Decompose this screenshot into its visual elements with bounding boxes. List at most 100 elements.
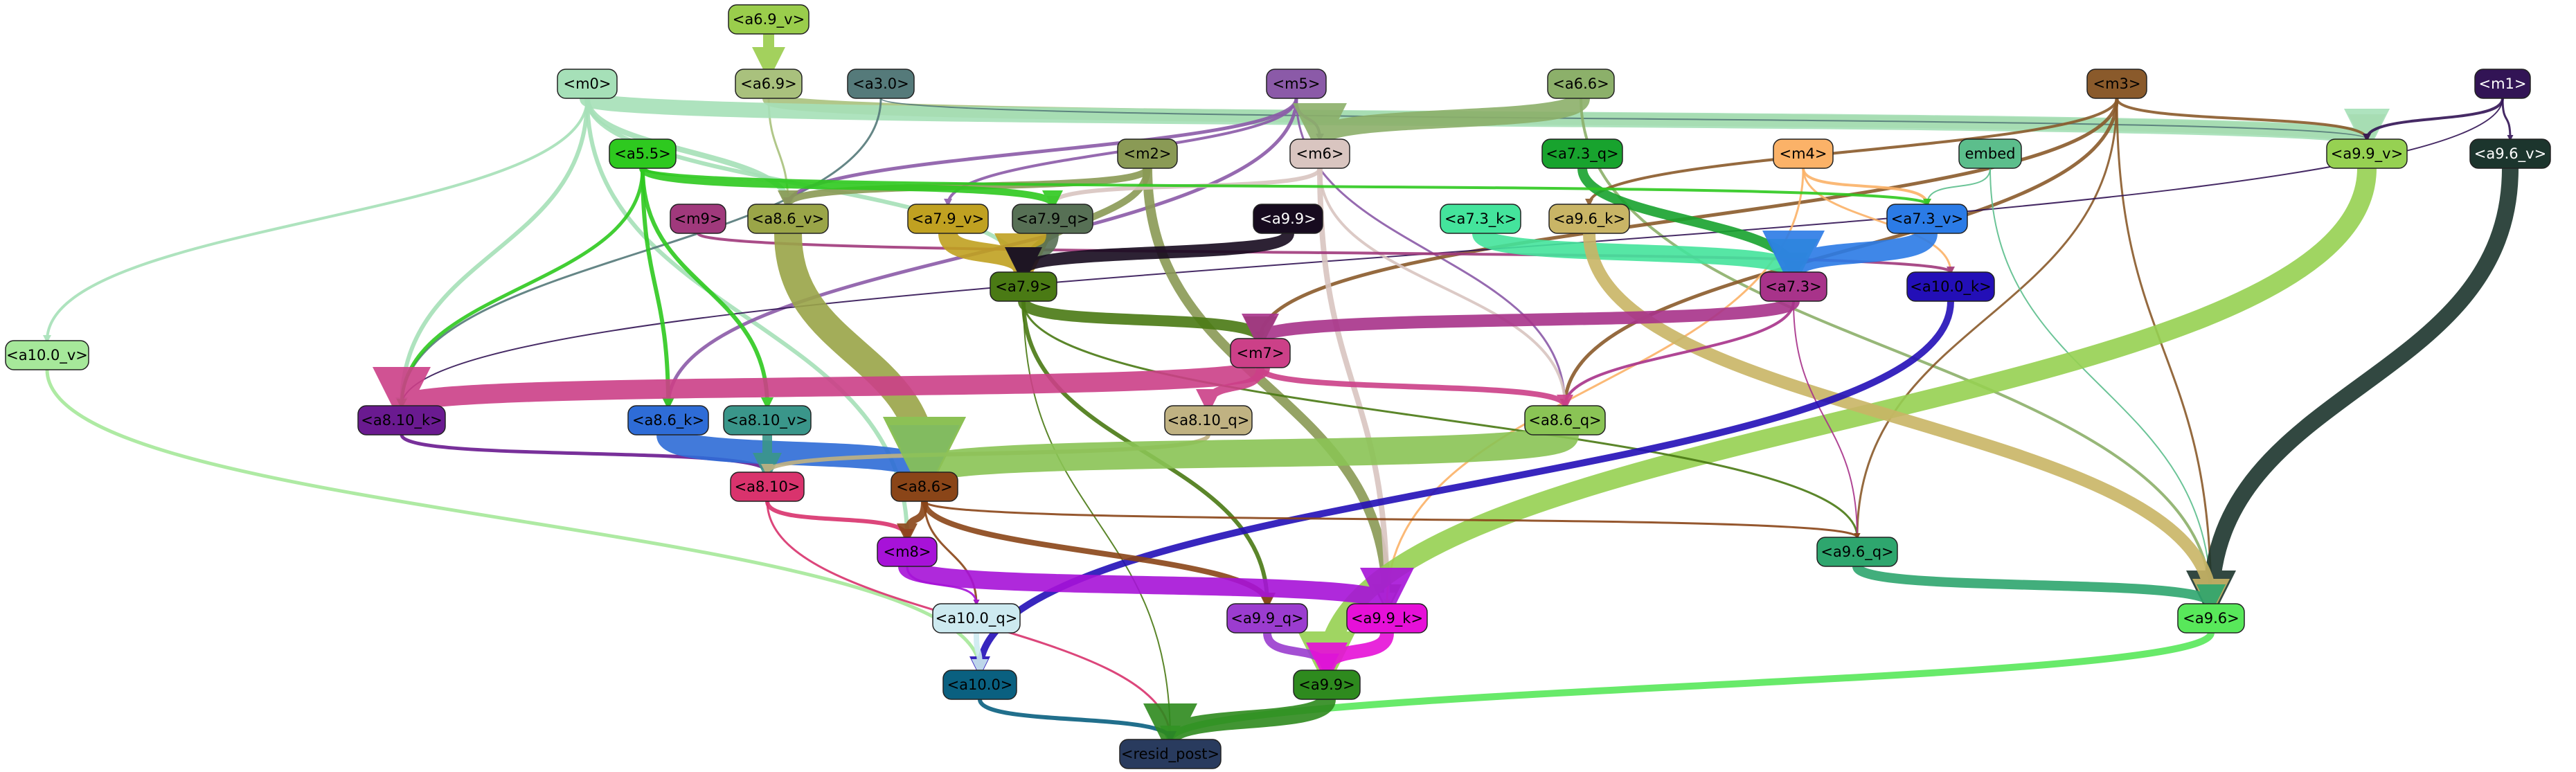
- node-box[interactable]: [1547, 69, 1615, 99]
- node-m4[interactable]: <m4>: [1773, 138, 1834, 169]
- node-box[interactable]: [1440, 204, 1521, 234]
- edge-a9-9-to-a7-9: [1005, 227, 1294, 285]
- node-m2[interactable]: <m2>: [1117, 138, 1178, 169]
- node-box[interactable]: [1253, 204, 1323, 234]
- node-a9-9-k[interactable]: <a9.9_k>: [1346, 603, 1428, 634]
- node-m6[interactable]: <m6>: [1289, 138, 1350, 169]
- node-box[interactable]: [1548, 204, 1630, 234]
- node-a3-0[interactable]: <a3.0>: [847, 69, 915, 99]
- node-box[interactable]: [1293, 670, 1361, 700]
- node-a8-6-k[interactable]: <a8.6_k>: [627, 405, 709, 436]
- node-box[interactable]: [1230, 338, 1291, 368]
- node-m9[interactable]: <m9>: [670, 204, 726, 234]
- node-m8[interactable]: <m8>: [877, 537, 938, 567]
- node-box[interactable]: [557, 69, 618, 99]
- node-a7-9[interactable]: <a7.9>: [990, 271, 1057, 302]
- node-label: <a9.6_k>: [1553, 210, 1625, 228]
- node-box[interactable]: [1773, 138, 1834, 169]
- node-box[interactable]: [1266, 69, 1327, 99]
- node-box[interactable]: [1524, 405, 1606, 436]
- node-box[interactable]: [1346, 603, 1428, 634]
- node-box[interactable]: [1816, 537, 1898, 567]
- node-a6-9[interactable]: <a6.9>: [735, 69, 803, 99]
- node-box[interactable]: [723, 405, 812, 436]
- node-a6-6[interactable]: <a6.6>: [1547, 69, 1615, 99]
- node-a9-6-v[interactable]: <a9.6_v>: [2469, 138, 2551, 169]
- node-box[interactable]: [2326, 138, 2408, 169]
- node-box[interactable]: [747, 204, 829, 234]
- node-a5-5[interactable]: <a5.5>: [609, 138, 677, 169]
- node-box[interactable]: [5, 340, 89, 370]
- node-box[interactable]: [1226, 603, 1308, 634]
- node-box[interactable]: [1541, 138, 1623, 169]
- node-label: <a7.3_q>: [1546, 145, 1618, 163]
- node-a10-0[interactable]: <a10.0>: [942, 670, 1017, 700]
- node-box[interactable]: [891, 472, 958, 502]
- node-a8-6-v[interactable]: <a8.6_v>: [747, 204, 829, 234]
- node-box[interactable]: [670, 204, 726, 234]
- node-a7-9-q[interactable]: <a7.9_q>: [1012, 204, 1093, 234]
- node-a9-9-v[interactable]: <a9.9_v>: [2326, 138, 2408, 169]
- node-box[interactable]: [907, 204, 989, 234]
- node-box[interactable]: [1117, 138, 1178, 169]
- node-box[interactable]: [730, 472, 805, 502]
- node-a10-0-k[interactable]: <a10.0_k>: [1906, 271, 1995, 302]
- node-a7-3-q[interactable]: <a7.3_q>: [1541, 138, 1623, 169]
- node-a9-6-k[interactable]: <a9.6_k>: [1548, 204, 1630, 234]
- node-box[interactable]: [2474, 69, 2531, 99]
- node-m1[interactable]: <m1>: [2474, 69, 2531, 99]
- node-box[interactable]: [627, 405, 709, 436]
- node-box[interactable]: [847, 69, 915, 99]
- node-a9-9b[interactable]: <a9.9>: [1293, 670, 1361, 700]
- node-embed[interactable]: embed: [1958, 138, 2022, 169]
- node-box[interactable]: [735, 69, 803, 99]
- node-box[interactable]: [942, 670, 1017, 700]
- node-a8-6-q[interactable]: <a8.6_q>: [1524, 405, 1606, 436]
- node-a7-3-k[interactable]: <a7.3_k>: [1440, 204, 1521, 234]
- node-box[interactable]: [2086, 69, 2147, 99]
- node-a9-9-q[interactable]: <a9.9_q>: [1226, 603, 1308, 634]
- node-box[interactable]: [2469, 138, 2551, 169]
- node-m0[interactable]: <m0>: [557, 69, 618, 99]
- node-a8-10-k[interactable]: <a8.10_k>: [357, 405, 446, 436]
- node-resid-post[interactable]: <resid_post>: [1119, 739, 1222, 769]
- edge-a9-6-q-to-a9-6: [1852, 562, 2226, 613]
- node-a7-9-v[interactable]: <a7.9_v>: [907, 204, 989, 234]
- node-box[interactable]: [877, 537, 938, 567]
- node-a9-6-q[interactable]: <a9.6_q>: [1816, 537, 1898, 567]
- node-a8-10-q[interactable]: <a8.10_q>: [1164, 405, 1253, 436]
- node-a7-3-v[interactable]: <a7.3_v>: [1886, 204, 1968, 234]
- node-box[interactable]: [1119, 739, 1222, 769]
- node-a8-10-v[interactable]: <a8.10_v>: [723, 405, 812, 436]
- node-box[interactable]: [990, 271, 1057, 302]
- node-box[interactable]: [2177, 603, 2245, 634]
- node-box[interactable]: [728, 4, 810, 35]
- node-label: <a8.10>: [735, 478, 800, 495]
- node-box[interactable]: [1012, 204, 1093, 234]
- node-box[interactable]: [357, 405, 446, 436]
- node-box[interactable]: [1886, 204, 1968, 234]
- edge-a5-5-to-a8-6-k: [641, 166, 674, 410]
- node-m3[interactable]: <m3>: [2086, 69, 2147, 99]
- node-a9-9[interactable]: <a9.9>: [1253, 204, 1323, 234]
- node-box[interactable]: [1164, 405, 1253, 436]
- edge-a8-6-to-a9-6-q: [923, 500, 1861, 539]
- node-label: <m9>: [674, 210, 722, 227]
- node-label: <a9.9>: [1298, 676, 1354, 693]
- node-a6-9-v[interactable]: <a6.9_v>: [728, 4, 810, 35]
- node-a10-0-v[interactable]: <a10.0_v>: [5, 340, 89, 370]
- node-m7[interactable]: <m7>: [1230, 338, 1291, 368]
- node-box[interactable]: [609, 138, 677, 169]
- edge-m4-to-a10-0-k: [1802, 167, 1954, 274]
- node-a8-6[interactable]: <a8.6>: [891, 472, 958, 502]
- node-box[interactable]: [1958, 138, 2022, 169]
- node-box[interactable]: [1906, 271, 1995, 302]
- node-a8-10[interactable]: <a8.10>: [730, 472, 805, 502]
- node-box[interactable]: [932, 603, 1021, 634]
- node-a7-3[interactable]: <a7.3>: [1760, 271, 1827, 302]
- node-m5[interactable]: <m5>: [1266, 69, 1327, 99]
- node-a10-0-q[interactable]: <a10.0_q>: [932, 603, 1021, 634]
- node-box[interactable]: [1760, 271, 1827, 302]
- node-a9-6[interactable]: <a9.6>: [2177, 603, 2245, 634]
- node-box[interactable]: [1289, 138, 1350, 169]
